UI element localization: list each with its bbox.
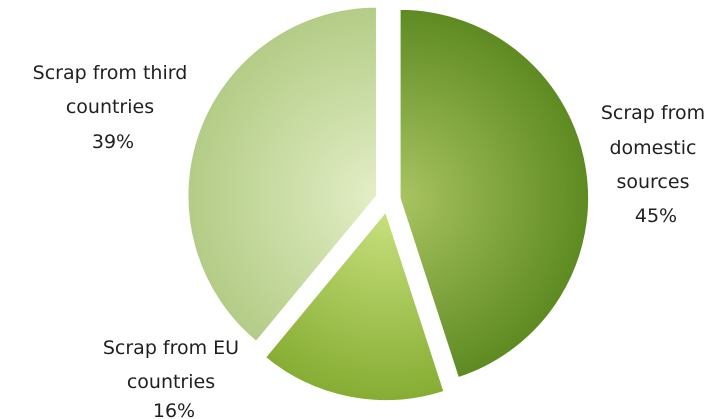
pie-slice-third-countries (186, 6, 378, 343)
pie-slice-eu-countries (264, 210, 446, 402)
slice-value-eu: 16% (153, 400, 195, 419)
slice-label-domestic-line-1: Scrap from (601, 102, 705, 124)
slice-label-domestic-line-3: sources (616, 171, 689, 193)
pie-slices (186, 6, 590, 402)
slice-label-eu-line-1: Scrap from EU (103, 337, 239, 359)
pie-slice-domestic-sources (399, 8, 590, 379)
slice-label-eu-countries: Scrap from EU countries 16% (103, 337, 245, 419)
slice-label-domestic-sources: Scrap from domestic sources 45% (601, 102, 711, 227)
slice-value-third: 39% (92, 131, 134, 153)
slice-label-third-line-2: countries (66, 96, 154, 118)
slice-label-eu-line-2: countries (127, 371, 215, 393)
slice-label-third-line-1: Scrap from third (33, 62, 188, 84)
slice-label-third-countries: Scrap from third countries 39% (33, 62, 194, 153)
slice-value-domestic: 45% (635, 205, 677, 227)
slice-label-domestic-line-2: domestic (609, 137, 696, 159)
